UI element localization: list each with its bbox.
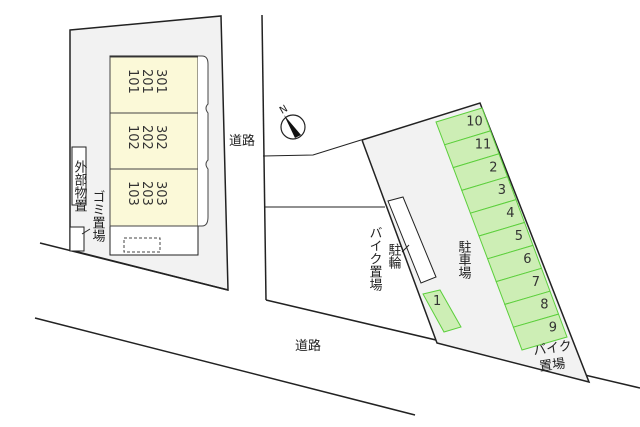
road-edge [34,317,416,416]
parking-label: 駐車場 [456,240,472,279]
leader-line [401,244,410,253]
unit-number: 202 [139,125,154,150]
leader-line [81,228,91,235]
storage-label: 外部物置 [72,160,88,212]
balcony-outline [198,55,209,227]
parking-space-label: 11 [475,137,492,152]
road-label-top: 道路 [229,133,255,149]
unit-number: 302 [153,125,168,150]
parking-space-label: 2 [489,160,497,175]
unit-block [109,112,199,170]
bicycle-rack [387,196,437,284]
road-label-bottom: 道路 [295,338,321,354]
unit-number: 102 [125,125,140,150]
svg-text:N: N [278,103,290,116]
unit-number: 101 [125,69,140,94]
unit-number: 301 [153,69,168,94]
unit-number: 303 [153,181,168,206]
parking-space-9[interactable] [512,313,568,351]
parking-space-label: 5 [515,229,523,244]
unit-block [109,56,199,114]
north-arrow-icon: N [278,103,306,140]
parking-space-label: 9 [549,321,557,336]
parking-space-1[interactable] [422,289,462,333]
unit-number: 103 [125,181,140,206]
road-edge [261,14,267,301]
road-edge [262,139,362,157]
parking-space-label: 10 [466,114,483,129]
parking-space-label: 3 [498,183,506,198]
garbage-area-marker [123,237,161,253]
garbage-label: ゴミ置場 [90,190,106,242]
parking-space-label: 7 [532,275,540,290]
parking-space-label: 6 [523,252,531,267]
bicycle-label: 駐輪 [386,243,402,269]
parking-space-label: 8 [540,298,548,313]
bike-parking-label-right-2: 置場 [538,356,566,374]
garbage-box [69,226,85,252]
unit-number: 203 [139,181,154,206]
unit-number: 201 [139,69,154,94]
bike-parking-label-right-1: バイク [532,339,572,359]
storage-box [71,146,87,206]
parking-space-label: 4 [506,206,514,221]
bike-parking-label-left: バイク置場 [367,226,383,291]
parking-space-label: 1 [433,294,441,309]
